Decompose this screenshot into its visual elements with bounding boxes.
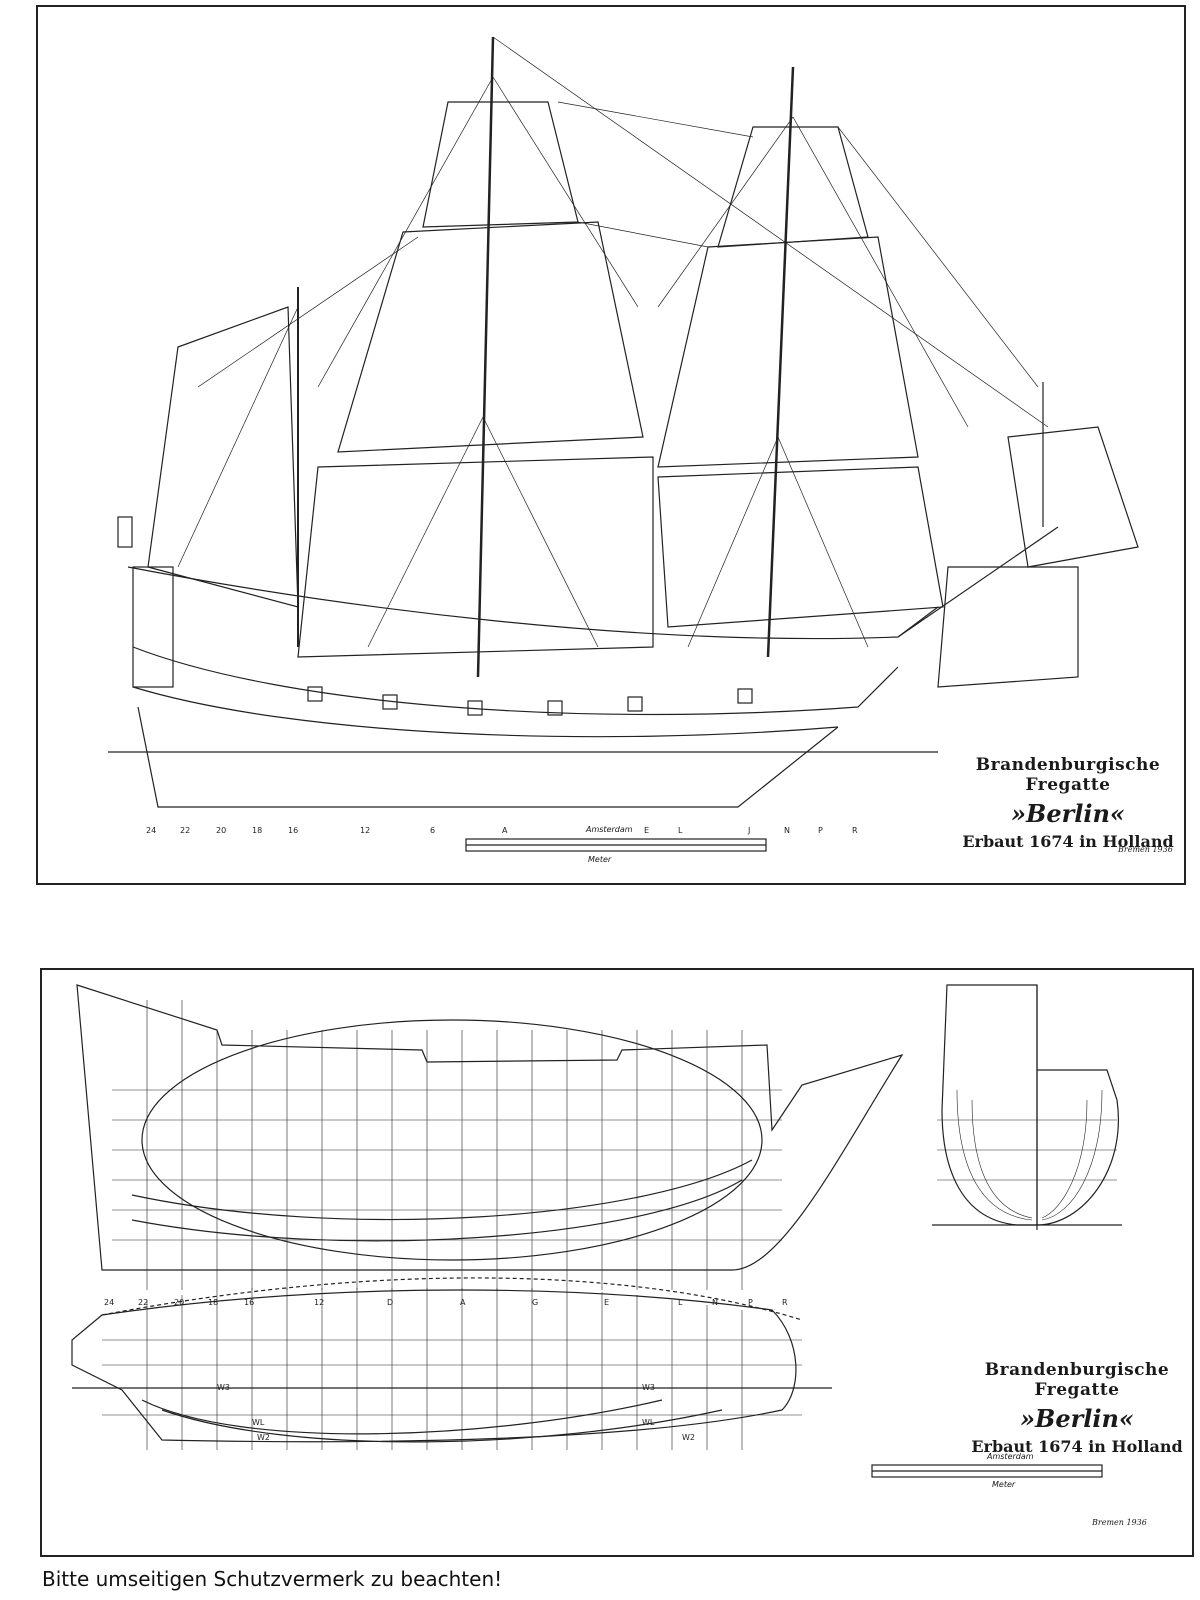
fore-topsail: [657, 236, 919, 468]
station-mark: 16: [288, 826, 298, 835]
title-line-1: Brandenburgische Fregatte: [984, 1360, 1170, 1400]
lines-plan-sheet: 24 22 20 18 16 12 D A G E L N P R WL W2 …: [40, 968, 1194, 1557]
fore-mast: [766, 66, 795, 658]
station-marks: 24 22 20 18 16 12 6 A E L J N P R: [146, 826, 858, 835]
scale-label-top: Amsterdam: [987, 1452, 1034, 1461]
stern-structure: [132, 566, 174, 688]
half-breadth-waterline-2: [161, 1409, 723, 1443]
profile-waterline-2: [131, 1159, 753, 1221]
half-breadth-grid: [102, 1288, 802, 1450]
station-mark: 20: [174, 1298, 184, 1307]
signature: Bremen 1936: [1092, 1518, 1147, 1527]
station-mark: 24: [146, 826, 156, 835]
station-mark: G: [532, 1298, 538, 1307]
hull-upper: [132, 646, 899, 716]
station-mark: 12: [314, 1298, 324, 1307]
station-marks: 24 22 20 18 16 12 D A G E L N P R: [104, 1298, 788, 1307]
waterline-labels: WL W2 W3 WL W2 W3: [217, 1383, 695, 1442]
hull-wale: [132, 686, 839, 738]
station-mark: J: [747, 826, 750, 835]
waterline-label: WL: [252, 1418, 265, 1427]
stern-lantern: [117, 516, 133, 548]
profile-grid: [112, 1000, 782, 1290]
station-mark: P: [748, 1298, 753, 1307]
station-mark: 18: [252, 826, 262, 835]
waterline-label: W3: [642, 1383, 655, 1392]
station-mark: 6: [430, 826, 435, 835]
sprit-topsail: [1007, 426, 1139, 568]
half-breadth-waterline-1: [141, 1399, 663, 1435]
signature: Bremen 1936: [1118, 845, 1173, 854]
station-mark: L: [678, 826, 683, 835]
waterline-label: W2: [257, 1433, 270, 1442]
bowsprit: [897, 526, 1059, 638]
station-mark: P: [818, 826, 823, 835]
station-mark: N: [712, 1298, 718, 1307]
station-mark: R: [782, 1298, 788, 1307]
body-plan-fore: [1036, 1069, 1119, 1226]
half-breadth-outline: [71, 1289, 797, 1443]
station-mark: A: [502, 826, 508, 835]
waterline-label: W3: [217, 1383, 230, 1392]
station-mark: 22: [180, 826, 190, 835]
main-topgallant-sail: [422, 101, 579, 228]
title-line-3: Erbaut 1674 in Holland: [971, 1437, 1183, 1456]
station-mark: 12: [360, 826, 370, 835]
mizzen-lateen-sail: [147, 306, 299, 608]
title-line-1: Brandenburgische Fregatte: [975, 755, 1161, 795]
fore-topgallant-sail: [717, 126, 869, 248]
body-plan-aft: [941, 984, 1038, 1226]
scale-label-bottom: Meter: [588, 855, 612, 864]
main-topsail: [337, 221, 644, 453]
profile-waterline-1: [131, 1179, 743, 1242]
waterline-label: W2: [682, 1433, 695, 1442]
hull-underwater: [137, 706, 839, 808]
spritsail: [937, 566, 1079, 688]
title-line-2: »Berlin«: [1011, 799, 1125, 828]
title-block: Brandenburgische Fregatte »Berlin« Erbau…: [952, 1360, 1200, 1456]
lines-plan-drawing: 24 22 20 18 16 12 D A G E L N P R WL W2 …: [71, 984, 1122, 1478]
rigging: [177, 36, 1049, 648]
station-mark: 16: [244, 1298, 254, 1307]
scale-label-top: Amsterdam: [586, 825, 633, 834]
profile-buttock-line: [141, 1019, 763, 1261]
sail-plan-drawing: 24 22 20 18 16 12 6 A E L J N P R: [108, 36, 1139, 852]
title-block: Brandenburgische Fregatte »Berlin« Erbau…: [943, 755, 1193, 851]
body-plan-sections: [937, 1089, 1117, 1221]
fore-course-sail: [657, 466, 944, 628]
hull-sheer-line: [127, 566, 939, 640]
title-line-2: »Berlin«: [1020, 1404, 1134, 1433]
sail-plan-sheet: 24 22 20 18 16 12 6 A E L J N P R Amster…: [36, 5, 1186, 885]
waterline-label: WL: [642, 1418, 655, 1427]
station-mark: D: [387, 1298, 393, 1307]
gunports: [307, 686, 753, 716]
main-mast: [476, 36, 495, 678]
profile-outline: [76, 984, 904, 1271]
station-mark: 20: [216, 826, 226, 835]
station-mark: R: [852, 826, 858, 835]
station-mark: A: [460, 1298, 466, 1307]
station-mark: 24: [104, 1298, 114, 1307]
station-mark: L: [678, 1298, 683, 1307]
scale-label-bottom: Meter: [992, 1480, 1016, 1489]
main-course-sail: [297, 456, 654, 658]
station-mark: 22: [138, 1298, 148, 1307]
half-breadth-rail: [101, 1277, 803, 1321]
station-mark: 18: [208, 1298, 218, 1307]
station-mark: E: [644, 826, 649, 835]
copyright-note: Bitte umseitigen Schutzvermerk zu beacht…: [42, 1567, 503, 1591]
title-line-3: Erbaut 1674 in Holland: [962, 832, 1174, 851]
station-mark: N: [784, 826, 790, 835]
station-mark: E: [604, 1298, 609, 1307]
